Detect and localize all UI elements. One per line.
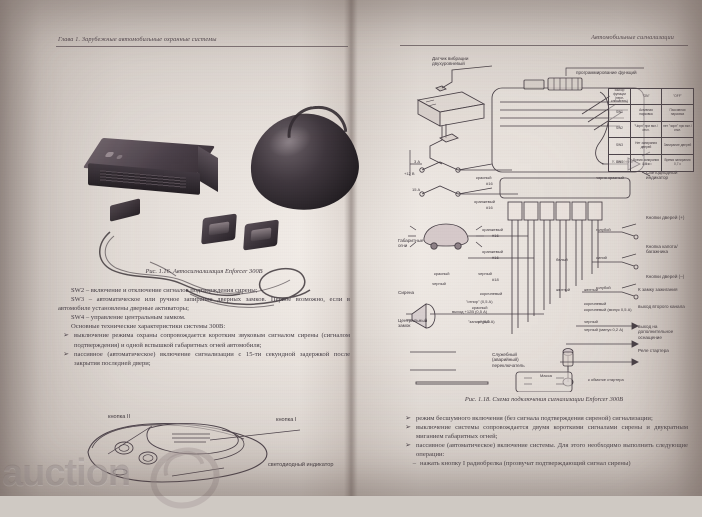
- wire-gauge: #16: [486, 206, 493, 211]
- label-second-channel-out: выход второго канала: [638, 304, 686, 309]
- table-cell: Активная парковка: [631, 105, 662, 122]
- fob-label-button2: кнопка II: [108, 414, 130, 420]
- table-cell: Время запирания 3,5 с: [631, 155, 662, 172]
- label-central-lock: Центральный замок: [398, 318, 426, 329]
- label-door-pin-plus: Кнопки дверей (+): [646, 215, 688, 220]
- label-programming: программирование функций: [576, 70, 637, 75]
- right-figure-caption: Рис. 1.18. Схема подключения сигнализаци…: [400, 396, 688, 403]
- wire-label: белый: [556, 258, 568, 263]
- paragraph: SW3 – автоматическое или ручное запирани…: [58, 295, 350, 313]
- wire-label: желтый: [556, 288, 570, 293]
- programming-table: Выбор функции (пере- ключатель) "ON" "OF…: [608, 88, 694, 172]
- list-item-text: пассивное (автоматическое) включение сиг…: [74, 350, 350, 368]
- label-plus12v: +12 В: [404, 172, 415, 177]
- left-figure-caption: Рис. 1.16. Автосигнализация Enforcer 300…: [58, 268, 350, 275]
- list-item: ➢ выключение системы сопровождается двум…: [400, 423, 688, 441]
- list-item-text: режим бесшумного включения (без сигнала …: [416, 414, 688, 423]
- wire-gauge: #18: [492, 278, 499, 283]
- label-siren: Сирена: [398, 290, 424, 295]
- table-cell: Нет запирания дверей: [631, 138, 662, 155]
- list-item: ➢ режим бесшумного включения (без сигнал…: [400, 414, 688, 423]
- label-fuse-15a: 15 А: [412, 188, 420, 193]
- table-cell: Время запирания 0,7 с: [662, 155, 693, 172]
- label-hood-trunk-pin: Кнопка капота/багажника: [646, 244, 692, 255]
- figure-alarm-kit-photo: [54, 56, 354, 261]
- label-starter-relay: Реле стартера: [638, 348, 670, 353]
- left-header-rule: [56, 46, 348, 47]
- right-header-rule: [400, 45, 688, 46]
- paragraph: SW2 – включение и отключение сигналов по…: [58, 286, 350, 295]
- wire-label: коричневый: [480, 292, 502, 297]
- list-item-text: пассивное (автоматическое) включение сис…: [416, 441, 688, 459]
- sub-list-item-text: нажать кнопку I радиобрелка (прозвучат п…: [420, 459, 688, 468]
- table-row: SW3: [609, 138, 631, 155]
- fob-label-led: светодиодный индикатор: [268, 462, 333, 470]
- wire-label: голубой: [596, 286, 611, 291]
- wire-gauge: #16: [492, 256, 499, 261]
- relay-note: коричневый (минус 0,5 А): [584, 308, 632, 313]
- label-aux-out: выход на дополнительное оснащение: [638, 324, 684, 340]
- list-item: ➢ пассивное (автоматическое) включение с…: [400, 441, 688, 459]
- label-fuse-3a: 3 А: [414, 160, 420, 165]
- bullet-arrow-icon: ➢: [400, 414, 416, 423]
- list-item: ➢ пассивное (автоматическое) включение с…: [58, 350, 350, 368]
- label-door-pin-minus: Кнопки дверей (–): [646, 274, 688, 279]
- wire-gauge: #16: [486, 182, 493, 187]
- right-running-head: Автомобильные сигнализации: [591, 34, 674, 41]
- table-cell: нет "чирп" при вкл./откл.: [662, 122, 693, 139]
- wire-label: черный: [432, 282, 446, 287]
- table-row: SW4: [609, 155, 631, 172]
- relay-note: "отпир" (0,5 А): [466, 300, 493, 305]
- list-item-text: выключение режима охраны сопровождается …: [74, 331, 350, 349]
- wire-label: синий: [596, 256, 607, 261]
- right-body-text: ➢ режим бесшумного включения (без сигнал…: [400, 414, 688, 469]
- wire-label: голубой: [596, 228, 611, 233]
- relay-note: выход +12В (0,5 А): [452, 310, 487, 315]
- left-body-text: SW2 – включение и отключение сигналов по…: [58, 286, 350, 368]
- label-valet-switch: Служебный (аварийный) переключатель: [492, 352, 536, 368]
- wire-label: черно-красный: [596, 176, 624, 181]
- label-to-starter: к обмотке стартера: [588, 378, 624, 383]
- relay-note: "запир" (0,5 А): [468, 320, 495, 325]
- sub-list-item: – нажать кнопку I радиобрелка (прозвучат…: [400, 459, 688, 468]
- table-cell: Пассивная парковка: [662, 105, 693, 122]
- bullet-arrow-icon: ➢: [58, 331, 74, 349]
- table-cell: "Чирп" при вкл./откл.: [631, 122, 662, 139]
- th-off: "OFF": [662, 89, 693, 105]
- left-running-head: Глава 1. Зарубежные автомобильные охранн…: [58, 36, 217, 43]
- wire-label: красный: [434, 272, 450, 277]
- paragraph: SW4 – управление центральным замком.: [58, 313, 350, 322]
- relay-note: черный (минус 0,2 А): [584, 328, 623, 333]
- bullet-arrow-icon: ➢: [400, 441, 416, 459]
- list-item-text: выключение системы сопровождается двумя …: [416, 423, 688, 441]
- label-parking-lights: Габаритные огни: [398, 238, 426, 249]
- left-page: Глава 1. Зарубежные автомобильные охранн…: [18, 0, 348, 496]
- th-function: Выбор функции (пере- ключатель): [609, 89, 631, 105]
- label-ground: Масса: [540, 374, 552, 379]
- bullet-arrow-icon: ➢: [400, 423, 416, 441]
- wire-gauge: #16: [492, 234, 499, 239]
- table-cell: Запирание дверей: [662, 138, 693, 155]
- table-row: SW1: [609, 105, 631, 122]
- table-row: SW2: [609, 122, 631, 139]
- bullet-arrow-icon: ➢: [58, 350, 74, 368]
- paragraph: Основные технические характеристики сист…: [58, 322, 350, 331]
- fob-label-button1: кнопка I: [276, 417, 296, 423]
- wire-label: черный: [584, 320, 598, 325]
- watermark-text: auction: [2, 452, 130, 495]
- wire-label: желтый: [584, 288, 598, 293]
- label-shock-sensor: Датчик вибрации двухуровневый: [432, 56, 492, 67]
- wire-label: черный: [478, 272, 492, 277]
- dash-icon: –: [400, 459, 420, 468]
- label-to-ignition: К замку зажигания: [638, 287, 677, 292]
- th-on: "ON": [631, 89, 662, 105]
- list-item: ➢ выключение режима охраны сопровождаетс…: [58, 331, 350, 349]
